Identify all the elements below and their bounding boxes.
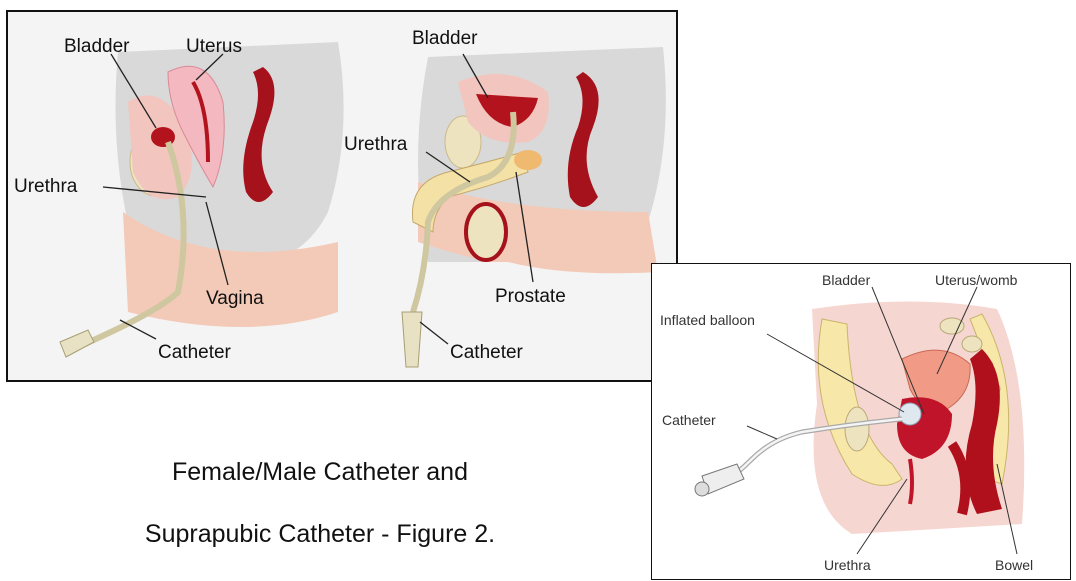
label-bowel: Bowel: [995, 557, 1033, 573]
caption-line-2: Suprapubic Catheter - Figure 2.: [70, 520, 570, 549]
urethra: [910, 459, 912, 504]
label-prostate: Prostate: [495, 286, 566, 308]
label-inflated-balloon: Inflated balloon: [660, 312, 755, 328]
label-urethra: Urethra: [824, 557, 871, 573]
label-catheter-female: Catheter: [158, 342, 231, 364]
suprapubic-catheter-figure: Bladder Uterus/womb Inflated balloon Cat…: [651, 263, 1071, 580]
male-testis: [466, 204, 506, 260]
male-prostate: [514, 150, 542, 170]
label-bladder-male: Bladder: [412, 28, 478, 50]
pubic-bone: [845, 407, 869, 451]
label-bladder: Bladder: [822, 272, 870, 288]
female-male-anatomy-drawing: [8, 12, 680, 384]
label-uterus: Uterus: [186, 36, 242, 58]
inflated-balloon: [899, 403, 921, 425]
label-bladder-female: Bladder: [64, 36, 130, 58]
label-catheter-male: Catheter: [450, 342, 523, 364]
label-urethra-female: Urethra: [14, 176, 77, 198]
male-catheter-connector: [402, 312, 422, 367]
label-catheter: Catheter: [662, 412, 716, 428]
label-uterus-womb: Uterus/womb: [935, 272, 1017, 288]
label-urethra-male: Urethra: [344, 134, 407, 156]
male-anatomy: [402, 47, 666, 367]
caption-line-1: Female/Male Catheter and: [70, 458, 570, 487]
female-anatomy: [60, 42, 344, 357]
female-catheter-connector: [60, 330, 94, 357]
female-male-catheter-figure: Bladder Uterus Urethra Vagina Catheter B…: [6, 10, 678, 382]
label-vagina: Vagina: [206, 288, 264, 310]
